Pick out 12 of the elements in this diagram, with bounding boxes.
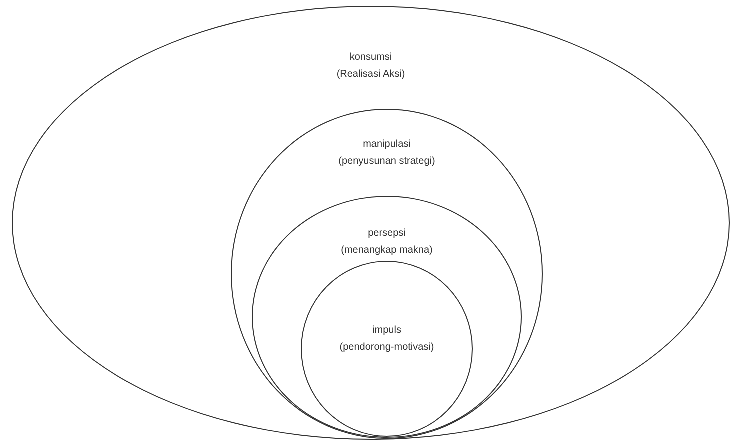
stage-name: konsumsi	[350, 51, 392, 65]
nested-ellipse	[12, 6, 730, 440]
stage-description: (menangkap makna)	[341, 244, 433, 258]
nested-ellipse	[231, 109, 543, 439]
stage-description: (Realisasi Aksi)	[336, 68, 406, 82]
nested-ellipse	[252, 196, 522, 438]
stage-name: manipulasi	[363, 138, 411, 152]
stage-description: (pendorong-motivasi)	[340, 341, 434, 355]
nested-ellipse	[301, 261, 473, 437]
stage-name: persepsi	[368, 227, 406, 241]
stage-name: impuls	[372, 324, 402, 338]
stage-description: (penyusunan strategi)	[338, 155, 436, 169]
